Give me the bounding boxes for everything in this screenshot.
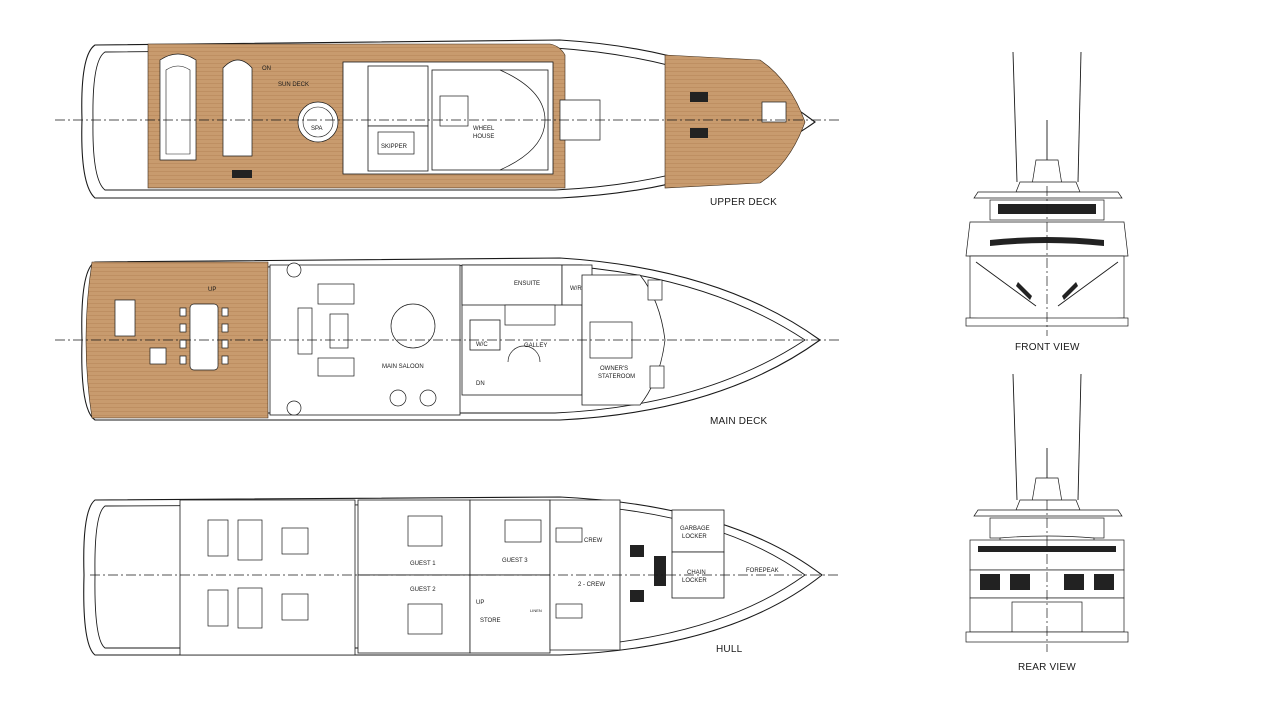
label-wc: W/C — [476, 342, 488, 348]
foredeck-teak — [664, 54, 806, 189]
label-on: ON — [262, 66, 271, 72]
aft-dining-chairs — [179, 307, 229, 365]
label-crew-2: 2 - CREW — [578, 582, 605, 588]
label-spa: SPA — [311, 126, 323, 132]
title-upper-deck: UPPER DECK — [710, 197, 777, 208]
label-chain: CHAIN — [687, 570, 706, 576]
main-deck-plan: UP ENSUITE W/R GALLEY W/C DN MAIN SALOON… — [55, 257, 840, 427]
label-crew: CREW — [584, 538, 603, 544]
label-wheel: WHEEL — [473, 126, 495, 132]
garbage-locker — [671, 509, 725, 553]
aft-dining-table — [189, 303, 219, 371]
label-skipper: SKIPPER — [381, 144, 408, 150]
label-guest2: GUEST 2 — [410, 587, 436, 593]
label-ensuite: ENSUITE — [514, 281, 540, 287]
label-garbage-locker: LOCKER — [682, 534, 707, 540]
label-dn: DN — [476, 381, 485, 387]
label-main-up: UP — [208, 287, 216, 293]
engine-room — [179, 499, 356, 656]
label-hull-up: UP — [476, 600, 484, 606]
label-galley: GALLEY — [524, 343, 547, 349]
hull-plan: GUEST 1 GUEST 2 GUEST 3 CREW 2 - CREW UP… — [83, 496, 840, 656]
saloon-dining-table — [390, 303, 436, 349]
label-store: STORE — [480, 618, 501, 624]
jet-ski — [222, 59, 253, 157]
label-guest1: GUEST 1 — [410, 561, 436, 567]
label-forepeak: FOREPEAK — [746, 568, 779, 574]
upper-deck-plan: ON SUN DECK SPA SKIPPER WHEEL HOUSE UPPE… — [55, 39, 840, 208]
label-house: HOUSE — [473, 134, 494, 140]
label-linen: LINEN — [530, 608, 542, 613]
rear-view-elevation: REAR VIEW — [965, 373, 1129, 673]
front-view-elevation: FRONT VIEW — [965, 51, 1129, 353]
label-stateroom: STATEROOM — [598, 374, 635, 380]
label-chain-locker: LOCKER — [682, 578, 707, 584]
spa-pool — [297, 101, 339, 143]
label-owners: OWNER'S — [600, 366, 628, 372]
label-wir: W/R — [570, 286, 582, 292]
title-rear-view: REAR VIEW — [1018, 662, 1076, 673]
label-main-saloon: MAIN SALOON — [382, 364, 424, 370]
label-guest3: GUEST 3 — [502, 558, 528, 564]
title-front-view: FRONT VIEW — [1015, 342, 1080, 353]
title-hull: HULL — [716, 644, 743, 655]
label-garbage: GARBAGE — [680, 526, 710, 532]
label-sun-deck: SUN DECK — [278, 82, 309, 88]
tender-boat — [159, 53, 197, 161]
title-main-deck: MAIN DECK — [710, 416, 767, 427]
